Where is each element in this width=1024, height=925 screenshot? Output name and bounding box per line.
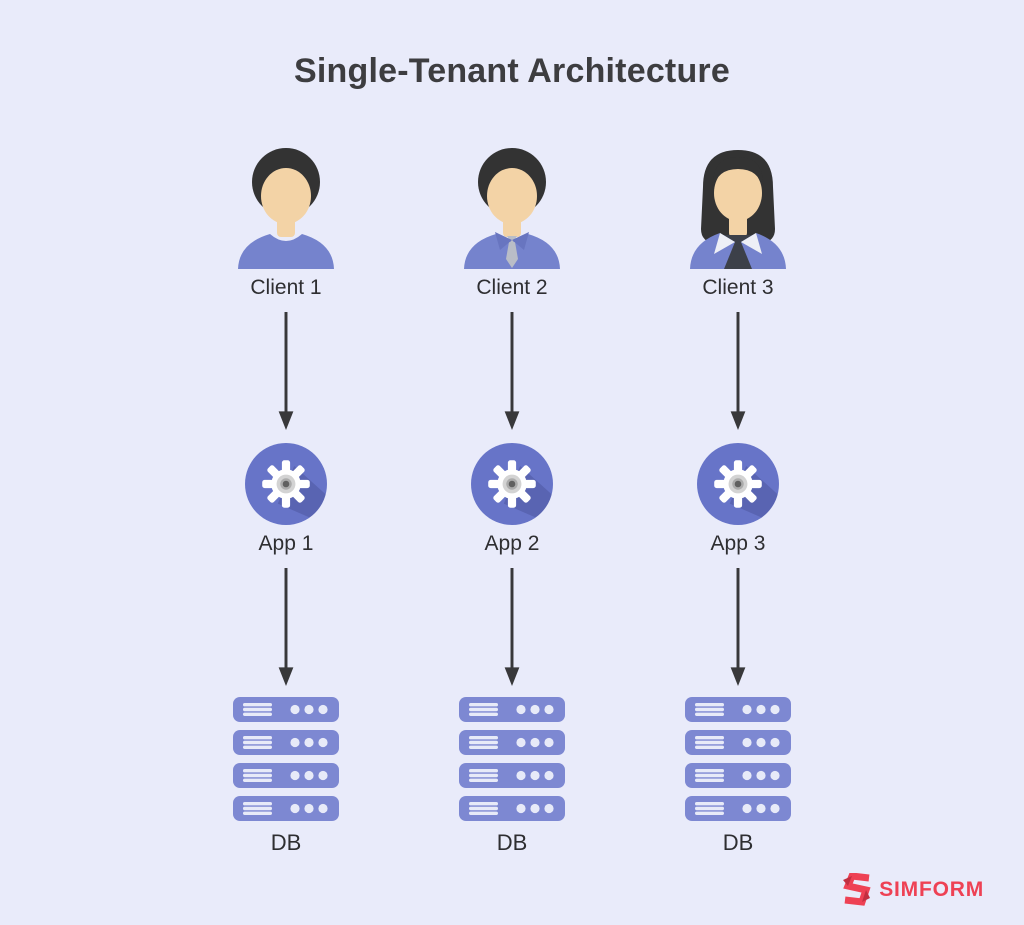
client-1-male-avatar-icon: [226, 145, 346, 269]
arrow-down-icon: [502, 568, 522, 686]
app-gear-icon: [245, 443, 327, 525]
server-stack-icon: [459, 697, 565, 821]
client-2-male-tie-avatar-icon: [452, 145, 572, 269]
arrow-down-icon: [502, 312, 522, 430]
client-label: Client 3: [702, 276, 774, 299]
db-label: DB: [270, 830, 302, 855]
client-3-female-avatar-icon: [678, 145, 798, 269]
server-stack-icon: [685, 697, 791, 821]
app-label: App 3: [710, 532, 766, 555]
arrow-down-icon: [728, 568, 748, 686]
app-label: App 2: [484, 532, 540, 555]
simform-logo: SIMFORM: [842, 873, 984, 907]
app-gear-icon: [471, 443, 553, 525]
arrow-down-icon: [276, 312, 296, 430]
arrow-down-icon: [276, 568, 296, 686]
client-label: Client 2: [476, 276, 548, 299]
page-title: Single-Tenant Architecture: [294, 52, 730, 90]
simform-s-icon: [842, 873, 872, 907]
db-label: DB: [722, 830, 754, 855]
arrow-down-icon: [728, 312, 748, 430]
client-label: Client 1: [250, 276, 322, 299]
tenant-column-1: Client 1 App 1 DB: [173, 145, 399, 856]
app-label: App 1: [258, 532, 314, 555]
simform-logo-text: SIMFORM: [879, 878, 984, 901]
tenant-column-3: Client 3 App 3 DB: [625, 145, 851, 856]
tenant-column-2: Client 2 App 2 DB: [399, 145, 625, 856]
app-gear-icon: [697, 443, 779, 525]
server-stack-icon: [233, 697, 339, 821]
architecture-diagram: Client 1 App 1 DB Client 2 App 2 DB Clie…: [0, 145, 1024, 856]
db-label: DB: [496, 830, 528, 855]
